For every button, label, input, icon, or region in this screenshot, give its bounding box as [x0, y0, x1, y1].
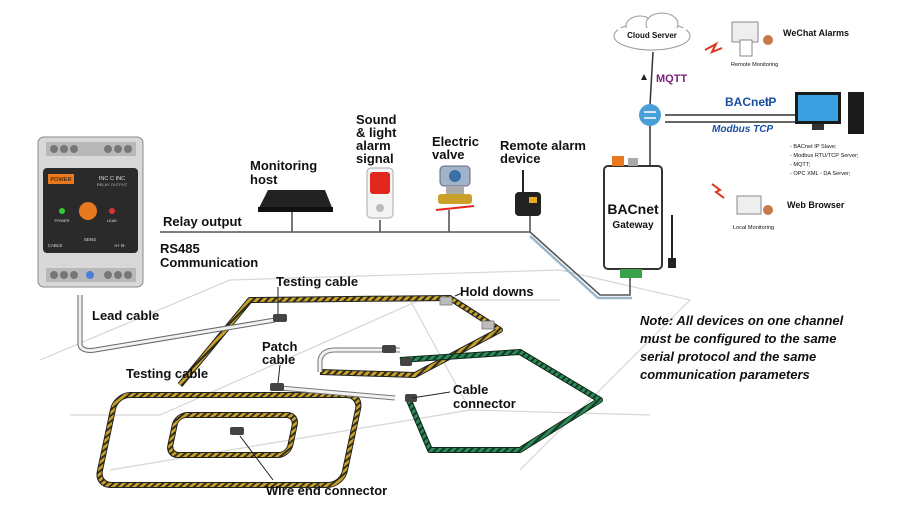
lead-cable-label: Lead cable	[92, 308, 159, 323]
wechat-alarms-label: WeChat Alarms	[783, 28, 849, 38]
floor-grid	[39, 269, 692, 471]
gateway-subtitle: Gateway	[612, 220, 654, 231]
remote-monitoring-label: Remote Monitoring	[731, 62, 778, 68]
rs485-label-1: RS485	[160, 241, 200, 256]
testing-cable-outer	[96, 392, 362, 488]
controller-model-sub: RELAY OUTPUT	[97, 182, 128, 187]
electric-valve-label-1: Electric	[432, 134, 479, 149]
rs485-label-2: Communication	[160, 255, 258, 270]
sound-light-label-1: Sound	[356, 112, 396, 127]
sound-light-label-4: signal	[356, 151, 394, 166]
testing-cable-left-label: Testing cable	[126, 366, 208, 381]
hold-downs	[439, 296, 495, 330]
monitoring-host-label-2: host	[250, 172, 278, 187]
patch-cable-label-1: Patch	[262, 339, 297, 354]
lightning-icon-2	[711, 183, 725, 199]
testing-cable-green	[399, 349, 603, 453]
wechat-devices-icon	[731, 21, 773, 57]
web-browser-label: Web Browser	[787, 200, 845, 210]
sens-label: SENS	[84, 237, 96, 242]
cable-connector-label-1: Cable	[453, 382, 488, 397]
cable-connectors	[230, 314, 417, 435]
controller-model: INC C INC	[99, 176, 125, 182]
lightning-icon	[704, 41, 723, 54]
protocol-item-3: - MQTT;	[790, 162, 811, 168]
alarm-indicator-icon	[79, 202, 97, 220]
network-links	[649, 51, 805, 166]
power-button-label: POWER	[50, 177, 71, 183]
note-line-4: communication parameters	[640, 367, 810, 382]
bacnet-ip-label: BACnet	[725, 95, 769, 109]
remote-alarm-label-1: Remote alarm	[500, 138, 586, 153]
bus-wiring	[160, 210, 631, 296]
patch-cable-label-2: cable	[262, 352, 295, 367]
sound-light-label-3: alarm	[356, 138, 391, 153]
led-left-label: POWER	[54, 218, 69, 223]
workstation-icon	[795, 92, 864, 134]
relay-output-label: Relay output	[163, 214, 242, 229]
note-line-3: serial protocol and the same	[640, 349, 816, 364]
protocol-item-1: - BACnet IP Slave;	[790, 144, 837, 150]
wire-end-connector-label: Wire end connector	[266, 483, 387, 498]
note-line-1: Note: All devices on one channel	[640, 313, 844, 328]
protocol-item-4: - OPC XML - DA Server;	[790, 171, 851, 177]
remote-alarm-device	[515, 170, 541, 216]
polarity-label: A+ B-	[114, 243, 126, 248]
electric-valve	[435, 165, 475, 211]
gateway-title: BACnet	[607, 201, 659, 217]
cloud-server-label: Cloud Server	[627, 31, 677, 40]
cloud-server-icon	[613, 12, 691, 51]
power-button[interactable]	[48, 174, 74, 184]
testing-cable-top-label: Testing cable	[276, 274, 358, 289]
sound-light-label-2: & light	[356, 125, 397, 140]
monitoring-host-label-1: Monitoring	[250, 158, 317, 173]
monitoring-host	[258, 190, 333, 212]
rs485-bus	[529, 235, 632, 300]
hold-downs-label: Hold downs	[460, 284, 534, 299]
electric-valve-label-2: valve	[432, 147, 465, 162]
local-monitoring-label: Local Monitoring	[733, 225, 774, 231]
local-monitoring-devices-icon	[736, 195, 773, 215]
remote-alarm-label-2: device	[500, 151, 540, 166]
callout-leaders	[239, 287, 463, 481]
led-right-label: LEAK	[107, 218, 118, 223]
bacnet-ip-suffix: IP	[765, 95, 776, 109]
cable-port-label: CABLE	[48, 243, 63, 248]
testing-cable-top	[177, 295, 503, 387]
cable-connector-label-2: connector	[453, 396, 516, 411]
sound-light-alarm	[366, 167, 394, 219]
note-line-2: must be configured to the same	[640, 331, 836, 346]
mqtt-label: MQTT	[656, 73, 687, 85]
modbus-tcp-label: Modbus TCP	[712, 124, 773, 135]
testing-cable-inner	[167, 412, 298, 458]
leak-controller: POWER INC C INC RELAY OUTPUT POWER LEAK …	[37, 136, 144, 288]
uplink-arrow-icon	[641, 74, 647, 80]
router-icon	[639, 104, 661, 126]
bacnet-gateway	[603, 156, 676, 278]
protocol-item-2: - Modbus RTU/TCP Server;	[790, 153, 859, 159]
